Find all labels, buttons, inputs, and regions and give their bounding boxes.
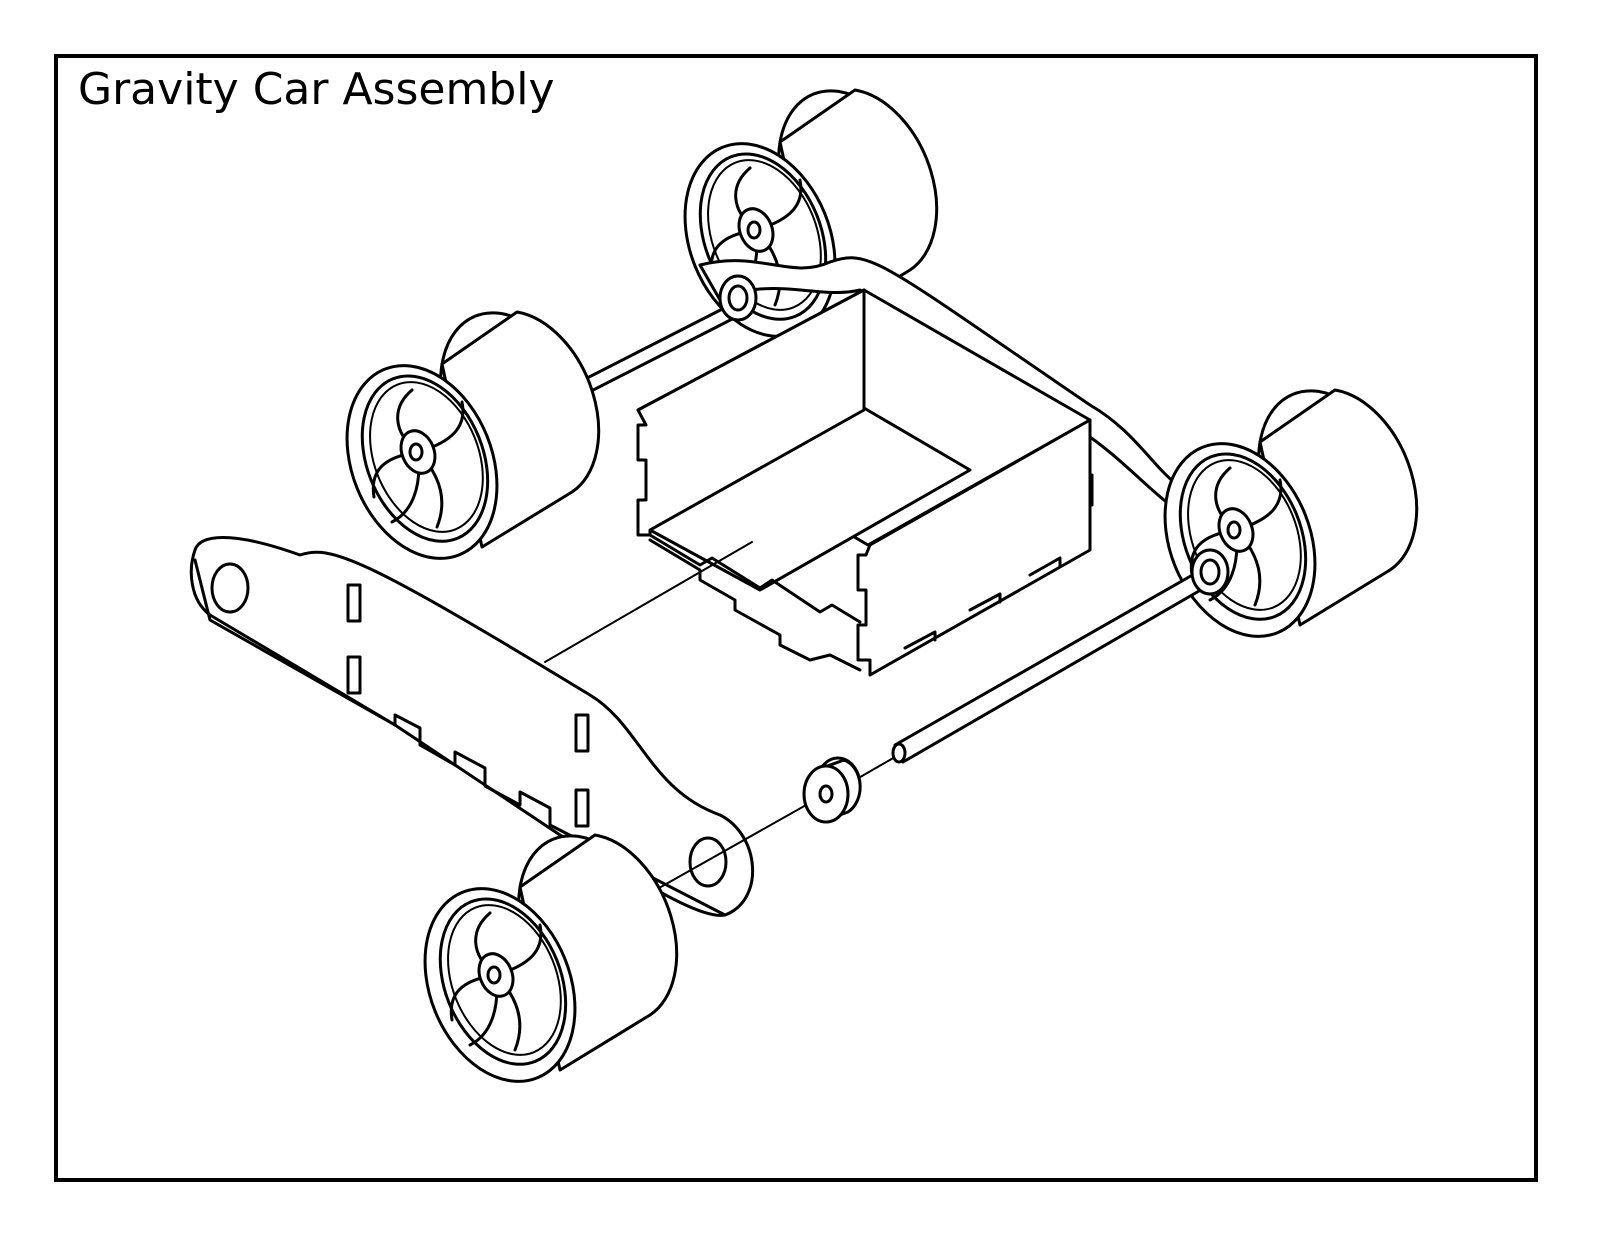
chassis-box (636, 288, 1092, 677)
spacer-washer (802, 756, 862, 824)
diagram-title: Gravity Car Assembly (78, 64, 555, 115)
rear-right-wheel (1136, 367, 1430, 661)
near-side-rail (189, 536, 755, 917)
front-left-wheel (318, 289, 612, 583)
front-axle (891, 548, 1230, 764)
